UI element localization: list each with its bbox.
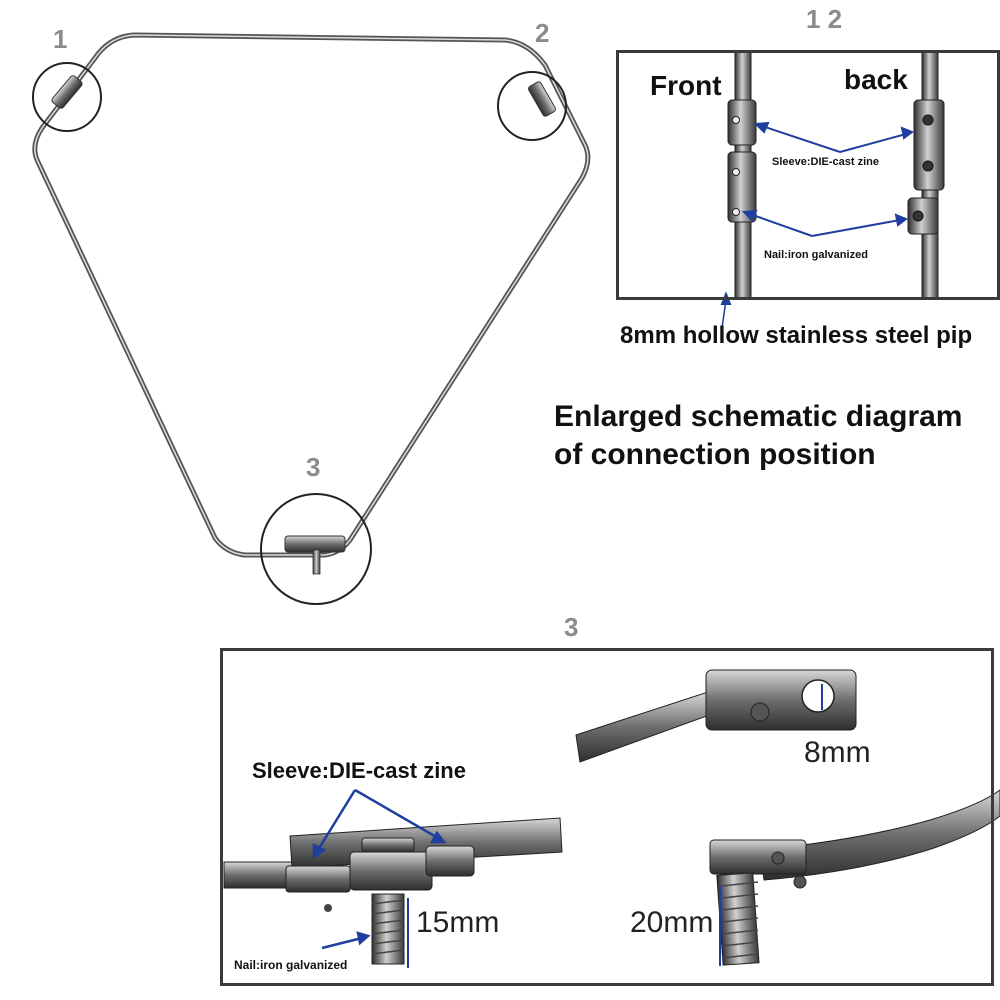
bottom-panel-heading: 3 — [564, 612, 579, 642]
bottom-nail-label: Nail:iron galvanized — [234, 958, 348, 972]
connector-2 — [497, 71, 567, 141]
pipe-label: 8mm hollow stainless steel pip — [620, 322, 973, 349]
back-label: back — [844, 64, 908, 95]
caption-line-2: of connection position — [554, 438, 876, 471]
bottom-connection-panel — [220, 648, 994, 986]
top-panel-heading: 1 2 — [806, 4, 843, 34]
connector-3-circle — [260, 493, 372, 605]
top-panel-arrows — [720, 121, 915, 329]
dimension-8mm: 8mm — [804, 736, 871, 769]
connector-1-circle — [32, 62, 102, 132]
connector-3 — [260, 493, 372, 605]
bottom-sleeve-label: Sleeve:DIE-cast zine — [252, 758, 466, 783]
frame-wire — [32, 32, 591, 558]
dimension-20mm: 20mm — [630, 906, 714, 939]
connector-1 — [32, 62, 102, 132]
marker-2: 2 — [535, 18, 550, 48]
bottom-panel-arrows — [312, 684, 823, 968]
top-panel-drawing — [727, 51, 945, 299]
marker-1: 1 — [53, 24, 68, 54]
dimension-15mm: 15mm — [416, 906, 500, 939]
bottom-panel-drawing — [223, 669, 1000, 966]
front-label: Front — [650, 70, 722, 101]
marker-3: 3 — [306, 452, 321, 482]
top-connection-panel — [616, 50, 1000, 300]
caption-line-1: Enlarged schematic diagram — [554, 400, 963, 433]
connector-2-circle — [497, 71, 567, 141]
top-sleeve-label: Sleeve:DIE-cast zine — [772, 156, 879, 168]
top-nail-label: Nail:iron galvanized — [764, 249, 868, 261]
